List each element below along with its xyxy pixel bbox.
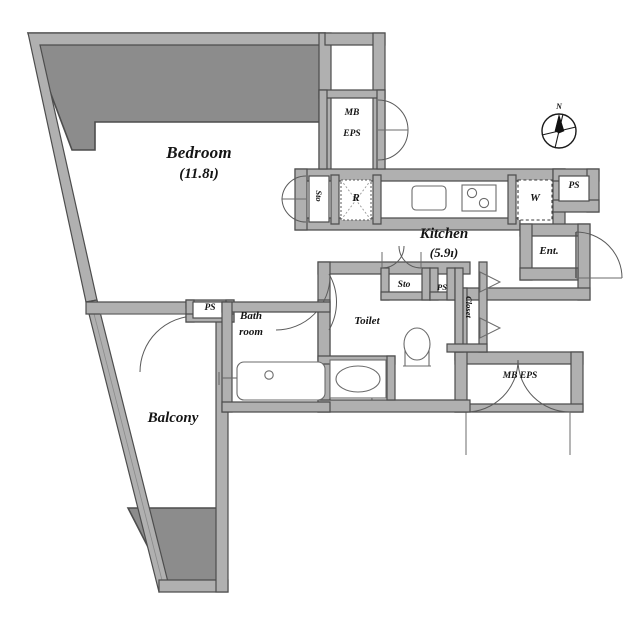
kitchen-fixtures [411, 184, 497, 212]
washer-symbol [517, 179, 553, 221]
mb-eps-top-block [318, 89, 409, 170]
bathroom-walls [221, 301, 331, 413]
mb-eps-top-label-line1: MB [344, 108, 360, 118]
mb-eps-top-label-line2: EPS [343, 129, 361, 139]
closet-label: Closet [464, 296, 475, 318]
bathroom-door-swing [275, 275, 331, 331]
toilet-bowl-fixture [403, 327, 431, 367]
kitchen-label: Kitchen [419, 226, 469, 242]
ps-left-label: PS [204, 303, 216, 313]
refrigerator-symbol [340, 179, 372, 221]
sto-kitchen-doors [281, 175, 330, 223]
sto-hall-doors [381, 245, 422, 269]
washer-label: W [530, 192, 540, 204]
closet-doors [479, 271, 502, 339]
bathtub-fixture [218, 361, 326, 401]
balcony-label: Balcony [147, 410, 199, 426]
entrance-label: Ent. [539, 245, 559, 257]
bedroom-label: Bedroom [166, 143, 232, 162]
ps-hall-label: PS [437, 282, 447, 292]
mb-eps-bottom-block [454, 351, 584, 455]
bathroom-label-line2: room [239, 326, 263, 338]
bathroom-label-line1: Bath [239, 310, 262, 322]
balcony-door [100, 313, 197, 373]
ps-top-right-label: PS [568, 181, 580, 191]
refrigerator-label: R [352, 192, 360, 204]
entrance-door [575, 231, 623, 279]
bathroom-door [328, 273, 338, 331]
mb-eps-bottom-label: MB EPS [502, 371, 538, 381]
sto-hall-label: Sto [397, 280, 411, 290]
bedroom-area-label: (11.8ı) [179, 166, 219, 182]
compass-rose [541, 113, 577, 149]
kitchen-area-label: (5.9ı) [429, 245, 459, 260]
ps-box-top-right [552, 168, 600, 213]
sto-kitchen-label: Sto [314, 190, 325, 202]
compass-north-label: N [556, 102, 562, 111]
toilet-label: Toilet [354, 315, 380, 327]
vanity-basin-fixture [329, 359, 387, 399]
adjacent-structure-top-left [26, 32, 326, 151]
